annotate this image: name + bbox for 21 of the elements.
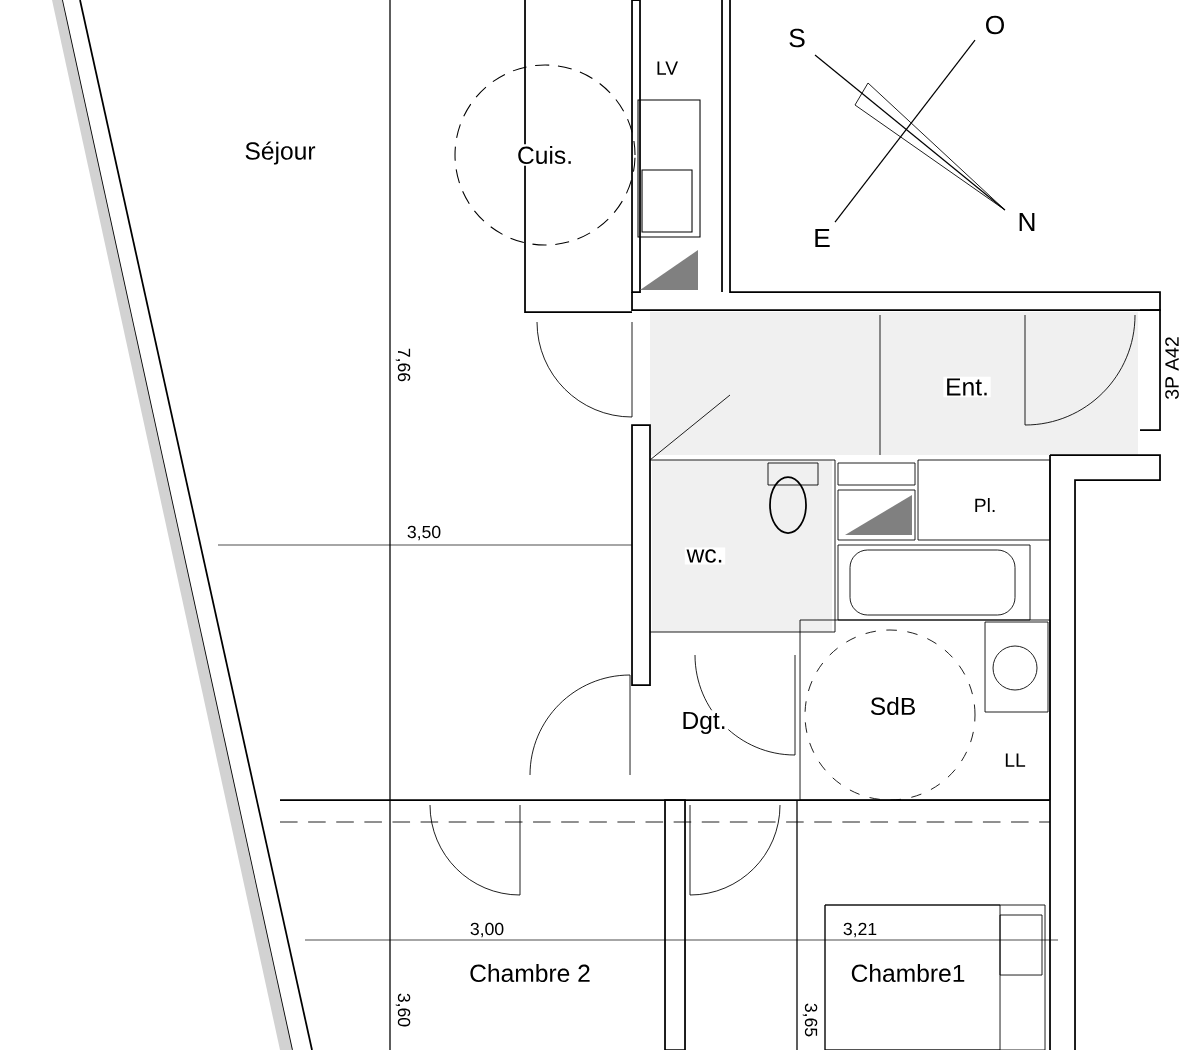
fixture-label: LV — [654, 59, 680, 77]
compass-letter: S — [786, 26, 808, 50]
room-label: Pl. — [972, 496, 999, 514]
room-label: Cuis. — [515, 144, 575, 166]
compass-letter: E — [811, 227, 833, 249]
plan-reference: 3P A42 — [1163, 334, 1181, 402]
dimension-value: 3,50 — [405, 524, 443, 543]
dimension-value: 3,65 — [801, 1001, 820, 1039]
dimension-value: 7,66 — [394, 346, 413, 384]
compass-letter: O — [983, 13, 1007, 37]
room-label: Chambre1 — [848, 962, 968, 984]
room-label: Chambre 2 — [467, 962, 593, 984]
room-label: Séjour — [242, 139, 318, 167]
fixture-label: LL — [1002, 751, 1028, 769]
dimension-value: 3,00 — [468, 921, 506, 940]
dimension-value: 3,60 — [394, 991, 413, 1029]
dimension-value: 3,21 — [841, 921, 879, 940]
compass-letter: N — [1015, 211, 1039, 233]
room-label: Dgt. — [679, 710, 729, 736]
room-label: SdB — [868, 695, 918, 717]
room-label: Ent. — [943, 376, 991, 398]
